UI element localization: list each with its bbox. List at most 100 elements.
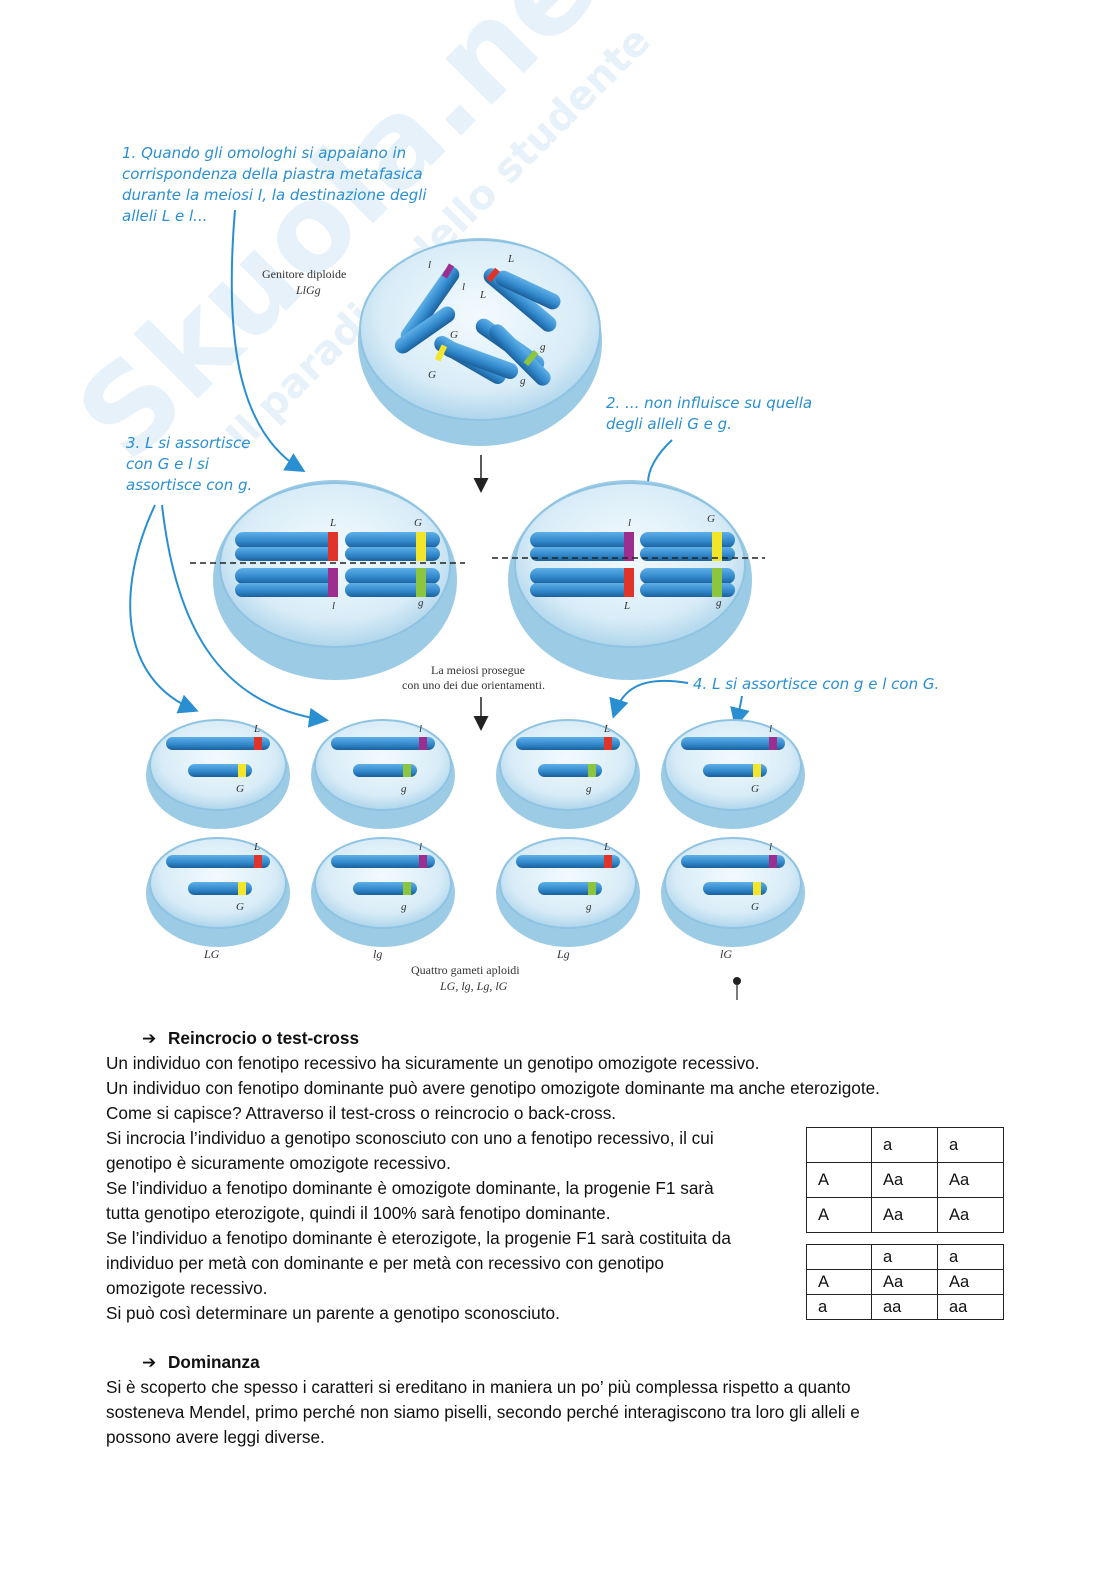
parent-cell: l l L L G G g g xyxy=(358,238,602,446)
section-title: Dominanza xyxy=(168,1352,260,1372)
gamete-label-lG: lG xyxy=(720,947,732,961)
table-cell: aa xyxy=(871,1294,938,1320)
allele-label: g xyxy=(401,783,407,795)
gamete-cell: Lg xyxy=(496,837,640,947)
allele-L: L xyxy=(623,600,630,612)
table-cell: Aa xyxy=(871,1162,938,1198)
text-line: Si incrocia l’individuo a genotipo scono… xyxy=(106,1128,714,1148)
text-line: Si può così determinare un parente a gen… xyxy=(106,1303,560,1323)
allele-label: G xyxy=(236,783,244,795)
arrow-right-icon: ➔ xyxy=(142,1353,157,1372)
meiosis-note-line1: La meiosi prosegue xyxy=(431,663,525,677)
allele-g: g xyxy=(540,341,546,353)
section-heading: ➔ Reincrocio o test-cross xyxy=(142,1026,1006,1051)
parent-label: Genitore diploide xyxy=(262,267,346,281)
table-cell: Aa xyxy=(937,1162,1004,1198)
allele-label: l xyxy=(419,841,422,853)
gametes-list: LG, lg, Lg, lG xyxy=(439,979,508,993)
table-cell: aa xyxy=(937,1294,1004,1320)
table-row: A Aa Aa xyxy=(806,1269,1004,1295)
text-line: genotipo è sicuramente omozigote recessi… xyxy=(106,1153,451,1173)
allele-label: L xyxy=(253,723,260,735)
allele-label: L xyxy=(603,723,610,735)
note2-line1: 2. ... non influisce su quella xyxy=(606,394,812,412)
gamete-cell: LG xyxy=(146,837,290,947)
table-cell: a xyxy=(871,1244,938,1270)
text-line: tutta genotipo eterozigote, quindi il 10… xyxy=(106,1203,611,1223)
note1-arrow xyxy=(230,209,306,473)
allele-l: l xyxy=(332,600,335,612)
table-cell: a xyxy=(871,1127,938,1163)
gametes-caption: Quattro gameti aploidi xyxy=(411,963,520,977)
text-line: Si è scoperto che spesso i caratteri si … xyxy=(106,1377,851,1397)
allele-G: G xyxy=(450,329,458,341)
meiosis-figure: Skuola.net Il paradiso dello studente 1.… xyxy=(52,0,939,1000)
note1-line2: corrispondenza della piastra metafasica xyxy=(122,165,423,183)
note3-arrow-1 xyxy=(129,504,199,714)
table-row: A Aa Aa xyxy=(806,1162,1004,1198)
allele-L: L xyxy=(479,289,486,301)
allele-G: G xyxy=(414,517,422,529)
table-row: a a xyxy=(806,1244,1004,1270)
allele-label: g xyxy=(401,901,407,913)
table-cell: Aa xyxy=(871,1269,938,1295)
note3-line2: con G e l si xyxy=(126,455,210,473)
allele-label: g xyxy=(586,783,592,795)
annotation-1: 1. Quando gli omologhi si appaiano in co… xyxy=(122,144,427,225)
text-line: sosteneva Mendel, primo perché non siamo… xyxy=(106,1402,860,1422)
allele-label: G xyxy=(236,901,244,913)
allele-label: L xyxy=(253,841,260,853)
note4-arrow-1 xyxy=(609,679,689,719)
metaphase-cell-left: L l G g xyxy=(190,480,465,680)
text-line: Se l’individuo a fenotipo dominante è om… xyxy=(106,1178,714,1198)
table-row: a a xyxy=(806,1127,1004,1163)
gamete-label-lg: lg xyxy=(373,947,382,961)
table-cell: Aa xyxy=(871,1197,938,1233)
note3-arrow-2 xyxy=(161,504,329,728)
text-line: Un individuo con fenotipo dominante può … xyxy=(106,1078,880,1098)
allele-label: g xyxy=(586,901,592,913)
gamete-label-Lg: Lg xyxy=(556,947,570,961)
allele-g: g xyxy=(520,375,526,387)
text-line: Se l’individuo a fenotipo dominante è et… xyxy=(106,1228,731,1248)
note1-line3: durante la meiosi I, la destinazione deg… xyxy=(122,186,427,204)
gamete-label-LG: LG xyxy=(203,947,220,961)
allele-g: g xyxy=(716,597,722,609)
table-row: a aa aa xyxy=(806,1294,1004,1320)
section-test-cross: ➔ Reincrocio o test-cross Un individuo c… xyxy=(106,1026,1006,1326)
allele-G: G xyxy=(707,513,715,525)
note1-line4: alleli L e l... xyxy=(122,207,207,225)
note4: 4. L si assortisce con g e l con G. xyxy=(693,675,939,693)
gamete-cell: lG xyxy=(661,837,805,947)
table-cell: A xyxy=(806,1162,872,1198)
allele-g: g xyxy=(418,597,424,609)
text-line: individuo per metà con dominante e per m… xyxy=(106,1253,664,1273)
gamete-cell: LG xyxy=(146,719,290,829)
note2-line2: degli alleli G e g. xyxy=(606,415,732,433)
allele-label: G xyxy=(751,783,759,795)
gamete-cell: Lg xyxy=(496,719,640,829)
text-line: Come si capisce? Attraverso il test-cros… xyxy=(106,1103,617,1123)
note1-line1: 1. Quando gli omologhi si appaiano in xyxy=(122,144,406,162)
allele-L: L xyxy=(329,517,336,529)
allele-label: l xyxy=(769,723,772,735)
gamete-cell: lg xyxy=(311,719,455,829)
allele-label: G xyxy=(751,901,759,913)
pin-dot xyxy=(733,977,741,985)
note3-line3: assortisce con g. xyxy=(126,476,252,494)
table-cell: A xyxy=(806,1197,872,1233)
section-heading: ➔ Dominanza xyxy=(142,1350,1006,1375)
table-row: A Aa Aa xyxy=(806,1197,1004,1233)
arrow-right-icon: ➔ xyxy=(142,1029,157,1048)
table-cell: a xyxy=(937,1244,1004,1270)
allele-L: L xyxy=(507,253,514,265)
gamete-cell: lg xyxy=(311,837,455,947)
punnett-table-heterozygous: a a A Aa Aa a aa aa xyxy=(806,1244,1004,1320)
allele-label: L xyxy=(603,841,610,853)
gamete-cell: lG xyxy=(661,719,805,829)
note3-line1: 3. L si assortisce xyxy=(126,434,250,452)
table-cell: A xyxy=(806,1269,872,1295)
allele-l: l xyxy=(628,517,631,529)
allele-G: G xyxy=(428,369,436,381)
